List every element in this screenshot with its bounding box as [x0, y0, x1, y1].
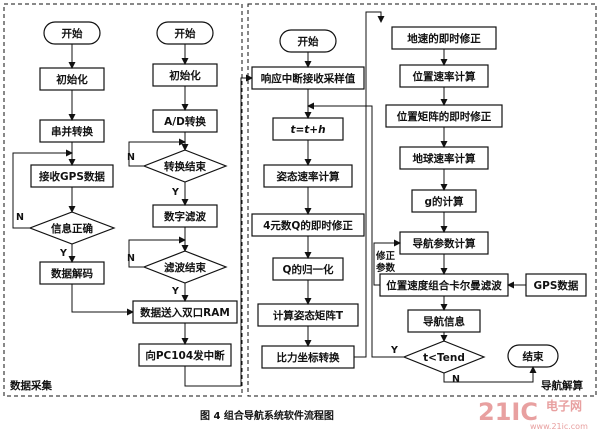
position-matrix-label: 位置矩阵的即时修正	[397, 110, 492, 123]
arrow-yes-loop	[307, 102, 410, 358]
start-label-2: 开始	[175, 27, 196, 40]
watermark-url: www.21ic.com	[530, 422, 588, 431]
figure-caption: 图 4 组合导航系统软件流程图	[200, 409, 334, 422]
arrow-no-loop	[128, 236, 186, 268]
correction-label: 参数	[375, 262, 396, 274]
serial-parallel-label: 串并转换	[51, 125, 93, 138]
earth-rate-label: 地球速率计算	[413, 152, 476, 165]
info-correct-label: 信息正确	[51, 222, 93, 235]
attitude-rate-label: 姿态速率计算	[277, 170, 340, 183]
time-end-label: t<Tend	[423, 352, 465, 364]
receive-gps-label: 接收GPS数据	[39, 170, 105, 183]
pc104-interrupt-label: 向PC104发中断	[145, 349, 225, 362]
data-decode-label: 数据解码	[50, 267, 93, 280]
time-step-label: t=t+h	[290, 124, 325, 136]
no-label: N	[452, 374, 460, 385]
start-label-1: 开始	[62, 27, 83, 40]
data-acquisition-frame	[3, 3, 243, 397]
watermark-brand: 21IC	[478, 398, 538, 426]
init-label-1: 初始化	[56, 73, 88, 86]
ad-convert-label: A/D转换	[164, 115, 206, 128]
gravity-calc-label: g的计算	[424, 195, 464, 208]
arrow-interrupt-link	[184, 74, 253, 387]
arrow-no-loop	[12, 149, 73, 229]
dual-port-ram-label: 数据送入双口RAM	[139, 306, 230, 319]
navigation-solution-frame	[247, 3, 597, 397]
correction-label: 修正	[375, 250, 396, 262]
arrow-no-loop	[128, 138, 186, 167]
nav-params-label: 导航参数计算	[413, 237, 476, 250]
kalman-filter-label: 位置速度组合卡尔曼滤波	[386, 279, 502, 292]
no-label: N	[127, 253, 135, 264]
q-normalize-label: Q的归一化	[283, 263, 334, 276]
arrow-no-to-end	[443, 366, 537, 383]
gps-data-label: GPS数据	[534, 279, 579, 292]
arrow-correction-loop	[373, 239, 401, 286]
group-label-navigation-solution: 导航解算	[541, 379, 583, 392]
group-label-data-acquisition: 数据采集	[9, 379, 52, 392]
ground-speed-label: 地速的即时修正	[407, 32, 481, 45]
arrow-to-ground-speed	[354, 11, 385, 358]
quaternion-update-label: 4元数Q的即时修正	[263, 219, 353, 232]
no-label: N	[16, 212, 24, 223]
init-label-2: 初始化	[169, 69, 201, 82]
specific-force-label: 比力坐标转换	[277, 351, 340, 364]
watermark-logo: 21IC 电子网 www.21ic.com	[478, 398, 588, 431]
arrow-to-ram	[71, 284, 134, 316]
yes-label: Y	[171, 286, 179, 297]
filter-done-label: 滤波结束	[164, 261, 206, 274]
yes-label: Y	[171, 187, 179, 198]
yes-label: Y	[59, 248, 67, 259]
position-rate-label: 位置速率计算	[413, 70, 476, 83]
yes-label: Y	[390, 345, 398, 356]
attitude-matrix-label: 计算姿态矩阵T	[273, 309, 344, 322]
interrupt-receive-label: 响应中断接收采样值	[261, 72, 356, 85]
start-label-3: 开始	[298, 35, 319, 48]
watermark-cn: 电子网	[546, 398, 582, 413]
no-label: N	[127, 152, 135, 163]
digital-filter-label: 数字滤波	[163, 210, 206, 223]
end-label: 结束	[523, 350, 544, 363]
nav-info-label: 导航信息	[423, 315, 465, 328]
convert-done-label: 转换结束	[164, 160, 206, 173]
